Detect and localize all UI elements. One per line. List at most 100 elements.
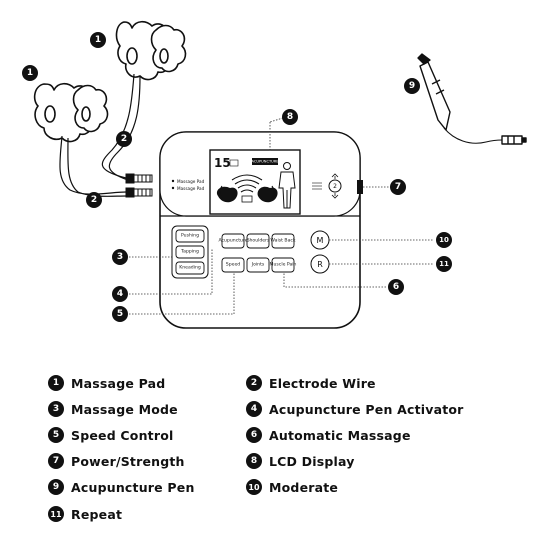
legend-label: Repeat xyxy=(71,506,123,522)
legend: 1 Massage Pad 2 Electrode Wire 3 Massage… xyxy=(0,370,542,540)
legend-badge: 5 xyxy=(48,427,64,443)
legend-badge: 11 xyxy=(48,506,64,522)
diagram-canvas: Massage Pad Massage Pad 15 ACUPUNCTURE xyxy=(22,20,527,329)
port-label-upper: Massage Pad xyxy=(177,179,205,184)
legend-item-massage-pad: 1 Massage Pad xyxy=(48,373,165,393)
legend-badge: 3 xyxy=(48,401,64,417)
acupuncture-button[interactable]: Acupuncture xyxy=(218,233,248,249)
acupuncture-pen xyxy=(417,53,527,145)
wire-connectors xyxy=(125,173,153,198)
callout-badges: 1 1 2 2 3 4 5 6 7 8 9 10 11 xyxy=(22,32,452,322)
port-label-lower: Massage Pad xyxy=(177,186,205,191)
callout-7: 7 xyxy=(390,179,406,195)
legend-label: Power/Strength xyxy=(71,453,185,469)
mode-buttons-panel: Pushing Tapping Kneading xyxy=(171,225,209,279)
strength-dial[interactable]: 2 xyxy=(312,173,342,199)
legend-badge: 4 xyxy=(246,401,262,417)
speed-button-label: Speed xyxy=(226,262,240,268)
massage-pad-lower xyxy=(33,82,109,143)
svg-text:5: 5 xyxy=(117,309,123,319)
hands-icon xyxy=(216,174,278,203)
svg-text:10: 10 xyxy=(439,236,449,244)
moderate-button-label: M xyxy=(317,236,324,245)
callout-2-lower: 2 xyxy=(86,192,102,208)
legend-badge: 8 xyxy=(246,453,262,469)
pushing-button[interactable]: Pushing xyxy=(175,229,205,243)
legend-item-moderate: 10 Moderate xyxy=(246,477,338,497)
body-figure-icon xyxy=(278,162,296,209)
callout-8: 8 xyxy=(282,109,298,125)
svg-text:6: 6 xyxy=(393,282,399,292)
svg-text:1: 1 xyxy=(95,35,101,45)
legend-item-speed-control: 5 Speed Control xyxy=(48,425,173,445)
legend-badge: 2 xyxy=(246,375,262,391)
legend-item-electrode-wire: 2 Electrode Wire xyxy=(246,373,376,393)
port-labels: Massage Pad Massage Pad xyxy=(171,179,205,191)
legend-label: Automatic Massage xyxy=(269,427,411,443)
legend-label: Acupuncture Pen Activator xyxy=(269,401,464,417)
leader-lines xyxy=(120,116,434,315)
tapping-button[interactable]: Tapping xyxy=(175,245,205,259)
legend-badge: 9 xyxy=(48,479,64,495)
callout-10: 10 xyxy=(436,232,452,248)
svg-text:8: 8 xyxy=(287,112,293,122)
svg-text:11: 11 xyxy=(439,260,449,268)
muscle-pain-button-label: Muscle Pain xyxy=(270,262,297,268)
legend-label: Massage Mode xyxy=(71,401,178,417)
legend-badge: 7 xyxy=(48,453,64,469)
kneading-button-label: Kneading xyxy=(179,265,201,271)
repeat-button-label: R xyxy=(317,260,323,269)
callout-9: 9 xyxy=(404,78,420,94)
legend-label: Acupuncture Pen xyxy=(71,479,195,495)
lcd-readout: 15 xyxy=(214,156,231,170)
legend-item-repeat: 11 Repeat xyxy=(48,504,122,524)
legend-item-automatic-massage: 6 Automatic Massage xyxy=(246,425,411,445)
joints-button[interactable]: Joints xyxy=(246,257,270,273)
legend-label: Electrode Wire xyxy=(269,375,376,391)
massage-pad-upper xyxy=(115,20,187,81)
callout-5: 5 xyxy=(112,306,128,322)
waist-back-button[interactable]: Waist Back xyxy=(270,233,296,249)
legend-badge: 6 xyxy=(246,427,262,443)
legend-label: Massage Pad xyxy=(71,375,166,391)
legend-badge: 10 xyxy=(246,479,262,495)
shoulders-button[interactable]: Shoulders xyxy=(246,233,270,249)
svg-text:4: 4 xyxy=(117,289,123,299)
tapping-button-label: Tapping xyxy=(180,249,199,255)
callout-4: 4 xyxy=(112,286,128,302)
legend-item-acupuncture-pen: 9 Acupuncture Pen xyxy=(48,477,195,497)
moderate-button[interactable]: M xyxy=(310,230,330,250)
electrode-wires xyxy=(59,73,141,197)
joints-button-label: Joints xyxy=(251,262,265,268)
callout-3: 3 xyxy=(112,249,128,265)
callout-1-upper: 1 xyxy=(90,32,106,48)
waist-back-button-label: Waist Back xyxy=(270,238,295,244)
shoulders-button-label: Shoulders xyxy=(247,238,270,244)
legend-item-acupuncture-pen-activator: 4 Acupuncture Pen Activator xyxy=(246,399,464,419)
muscle-pain-button[interactable]: Muscle Pain xyxy=(270,257,297,273)
repeat-button[interactable]: R xyxy=(310,254,330,274)
power-knob xyxy=(357,180,363,194)
legend-item-massage-mode: 3 Massage Mode xyxy=(48,399,178,419)
callout-11: 11 xyxy=(436,256,452,272)
pushing-button-label: Pushing xyxy=(181,233,199,239)
callout-1-lower: 1 xyxy=(22,65,38,81)
legend-item-power-strength: 7 Power/Strength xyxy=(48,451,185,471)
svg-text:2: 2 xyxy=(121,134,127,144)
callout-2-upper: 2 xyxy=(116,131,132,147)
lcd-display: 15 ACUPUNCTURE xyxy=(209,149,301,215)
body-area-buttons: Acupuncture Shoulders Waist Back Speed J… xyxy=(218,233,297,273)
callout-6: 6 xyxy=(388,279,404,295)
svg-text:3: 3 xyxy=(117,252,123,262)
svg-text:9: 9 xyxy=(409,81,415,91)
legend-item-lcd-display: 8 LCD Display xyxy=(246,451,355,471)
svg-text:2: 2 xyxy=(333,183,337,190)
acupuncture-button-label: Acupuncture xyxy=(218,238,247,244)
speed-button[interactable]: Speed xyxy=(221,257,245,273)
legend-badge: 1 xyxy=(48,375,64,391)
svg-text:2: 2 xyxy=(91,195,97,205)
legend-label: Moderate xyxy=(269,479,339,495)
kneading-button[interactable]: Kneading xyxy=(175,261,205,275)
legend-label: LCD Display xyxy=(269,453,355,469)
